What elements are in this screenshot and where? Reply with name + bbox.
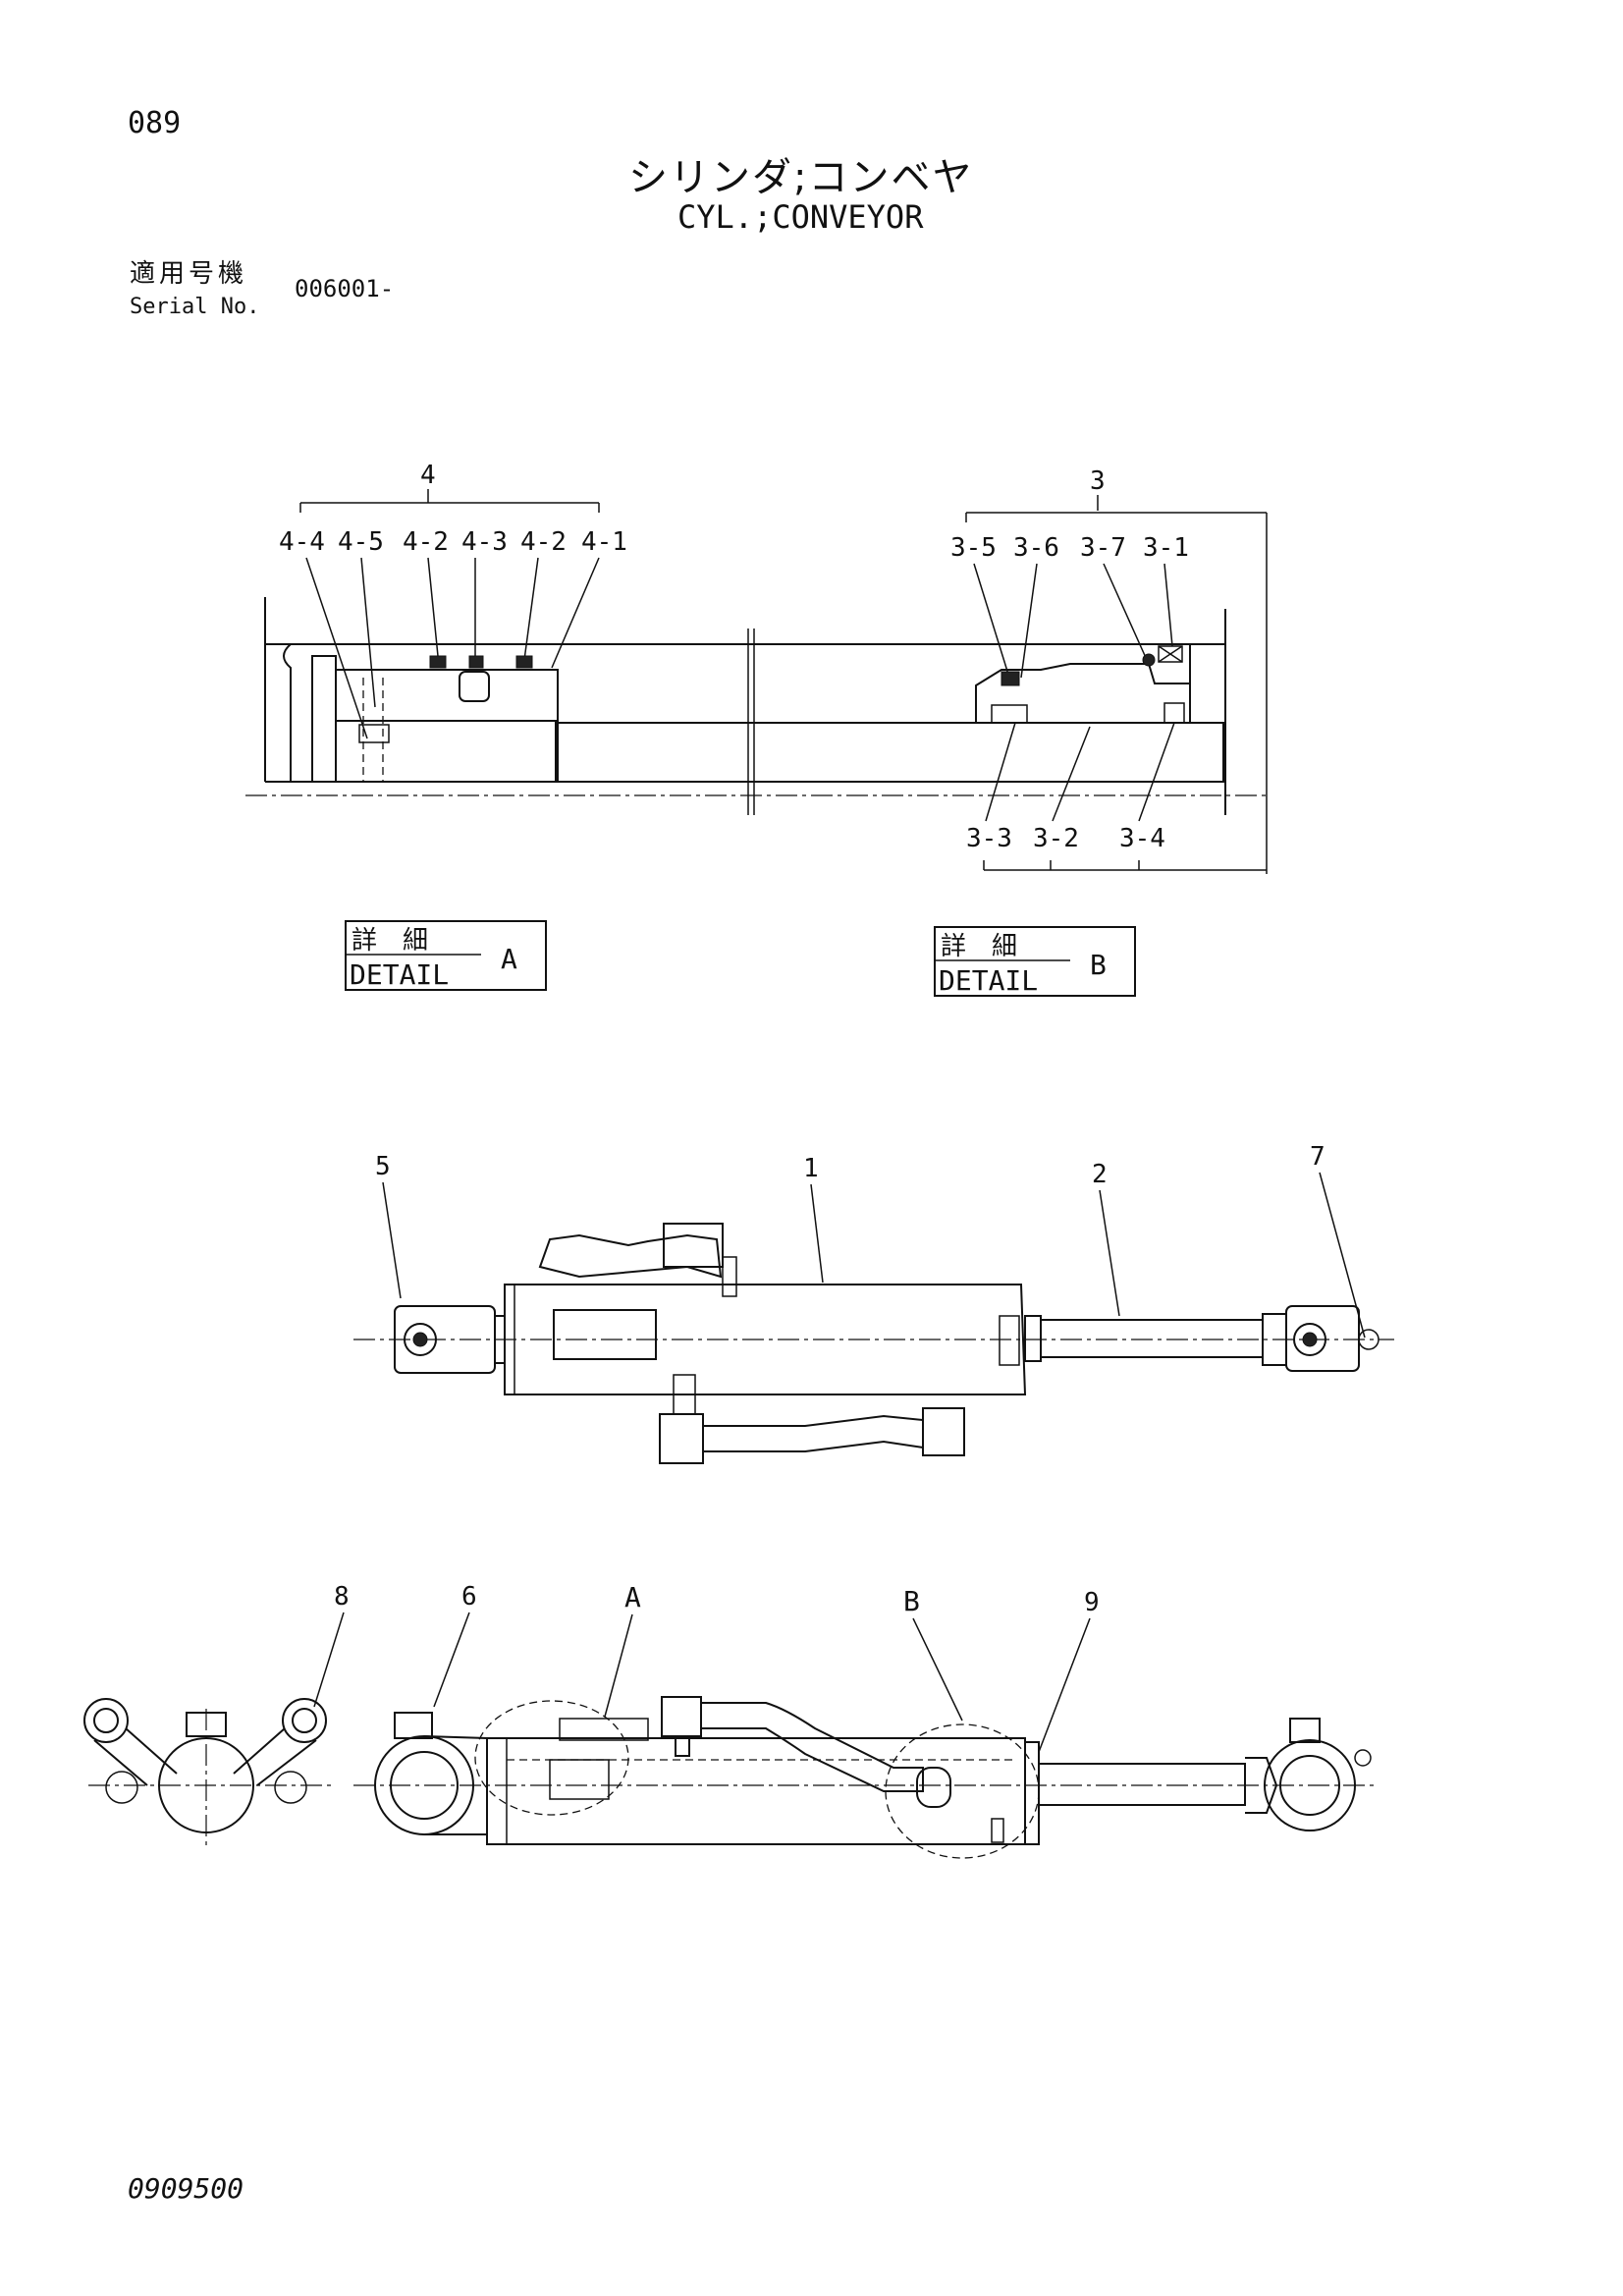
cylinder-side-view: 8 6 A B 9: [83, 1581, 1375, 1859]
callout-5: 5: [375, 1152, 391, 1181]
callout-a: A: [624, 1581, 641, 1613]
detail-b-group-label: 3: [1090, 466, 1106, 496]
detail-a-group-label: 4: [420, 461, 436, 490]
title-english: CYL.;CONVEYOR: [677, 198, 924, 236]
serial-number-value: 006001-: [295, 275, 395, 302]
cylinder-top-view: 5 1 2 7: [353, 1142, 1394, 1464]
part-label-3-1: 3-1: [1143, 533, 1189, 563]
detail-a-drawing: 4 4-4 4-5 4-2 4-3 4-2 4-1: [245, 461, 1267, 815]
detail-a-box: 詳 細 DETAIL A: [345, 920, 547, 991]
callout-7: 7: [1310, 1142, 1325, 1172]
detail-a-letter: A: [501, 943, 517, 975]
callout-9: 9: [1084, 1588, 1100, 1617]
document-code: 0909500: [128, 2172, 244, 2205]
serial-label-japanese: 適用号機: [130, 259, 248, 289]
part-label-3-2: 3-2: [1033, 824, 1079, 853]
detail-b-drawing: 3 3-5 3-6 3-7 3-1 3-3 3-2 3-4: [950, 466, 1268, 874]
callout-b: B: [903, 1585, 920, 1617]
part-label-3-5: 3-5: [950, 533, 997, 563]
detail-a-en: DETAIL: [350, 958, 449, 991]
detail-b-letter: B: [1090, 949, 1107, 981]
part-label-4-4: 4-4: [279, 527, 325, 557]
part-label-4-2-left: 4-2: [403, 527, 449, 557]
callout-1: 1: [803, 1154, 819, 1183]
callout-2: 2: [1092, 1160, 1108, 1189]
callout-8: 8: [334, 1582, 350, 1612]
detail-a-jp: 詳 細: [352, 926, 428, 956]
part-label-3-4: 3-4: [1119, 824, 1165, 853]
part-label-3-7: 3-7: [1080, 533, 1126, 563]
page-number: 089: [128, 106, 182, 140]
part-label-4-2-right: 4-2: [520, 527, 567, 557]
part-label-3-6: 3-6: [1013, 533, 1059, 563]
detail-b-jp: 詳 細: [941, 932, 1017, 961]
part-label-4-5: 4-5: [338, 527, 384, 557]
part-label-4-1: 4-1: [581, 527, 627, 557]
part-label-4-3: 4-3: [461, 527, 508, 557]
serial-label-english: Serial No.: [130, 295, 260, 319]
detail-b-box: 詳 細 DETAIL B: [934, 926, 1136, 997]
part-label-3-3: 3-3: [966, 824, 1012, 853]
detail-b-en: DETAIL: [939, 964, 1038, 997]
callout-6: 6: [461, 1582, 477, 1612]
title-japanese: シリンダ;コンベヤ: [628, 155, 974, 200]
